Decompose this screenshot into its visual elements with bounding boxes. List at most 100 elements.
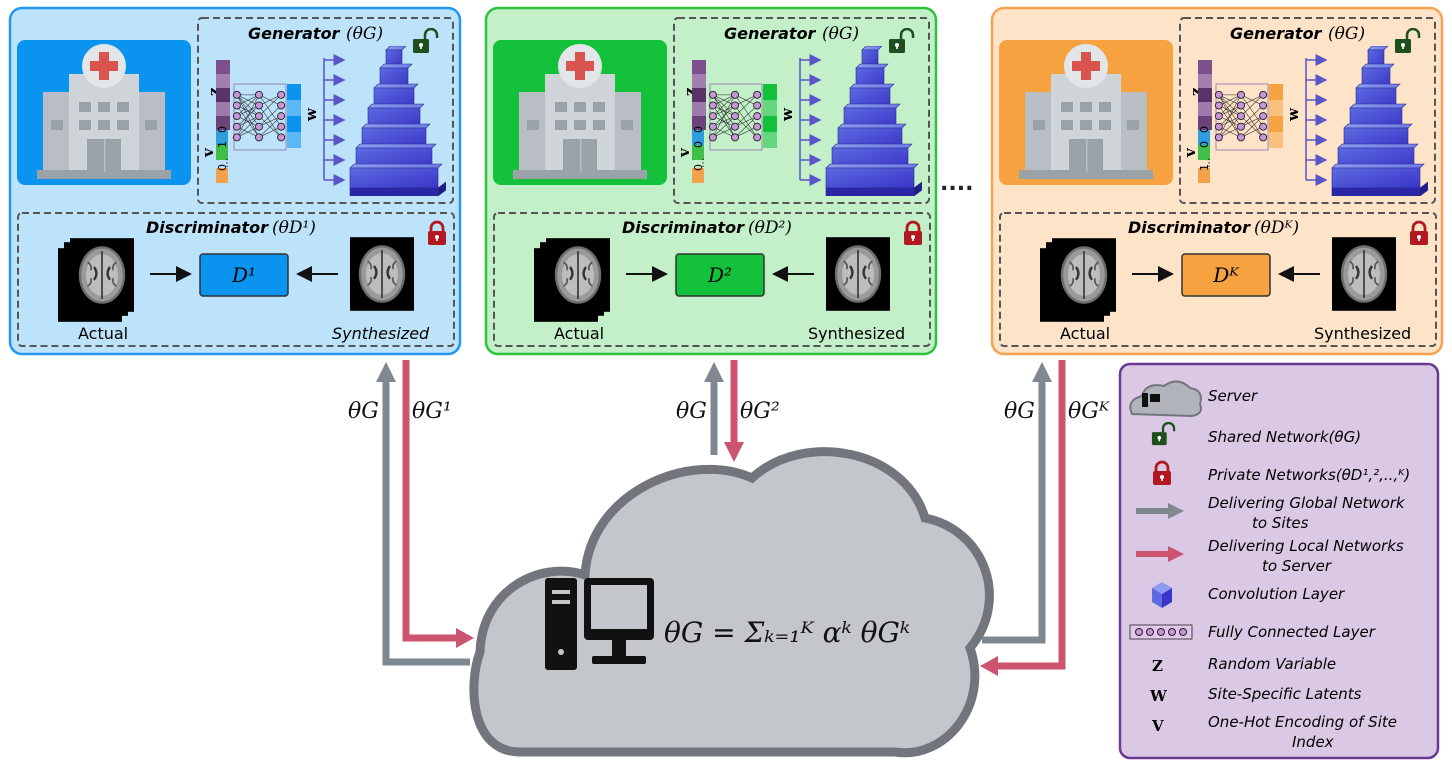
v-label: v [199, 147, 217, 158]
actual-label: Actual [78, 324, 128, 343]
discriminator-title: Discriminator [1128, 218, 1251, 237]
legend: Server Shared Network(θG) Private Networ… [1118, 362, 1440, 760]
svg-text:0: 0 [1198, 141, 1211, 148]
discriminator-title: Discriminator [622, 218, 745, 237]
discriminator-param: (θD¹) [272, 218, 316, 238]
discriminator-box [17, 212, 455, 347]
svg-text:0: 0 [216, 164, 229, 171]
z-vector [1198, 60, 1212, 130]
legend-global-line1: Delivering Global Network [1208, 494, 1406, 512]
legend-onehot-line1: One-Hot Encoding of Site [1208, 713, 1397, 731]
legend-onehot-line2: Index [1292, 733, 1334, 751]
actual-scan-front [70, 236, 134, 314]
actual-label: Actual [554, 324, 604, 343]
v-label: v [1181, 147, 1199, 158]
svg-text:0: 0 [692, 141, 705, 148]
w-label: w [778, 107, 796, 122]
site1-local-arrow [402, 360, 458, 642]
discriminator-title: Discriminator [146, 218, 269, 237]
cloud-icon [1129, 380, 1202, 418]
discriminator-box [999, 212, 1437, 347]
generator-param: (θG) [346, 24, 383, 44]
svg-text:⋮: ⋮ [222, 158, 232, 169]
siteK-global-arrow [982, 378, 1046, 644]
discriminator-block [1181, 253, 1271, 297]
legend-symbol-w: W [1149, 687, 1168, 705]
discriminator-block-label: D² [707, 263, 732, 287]
discriminator-block [675, 253, 765, 297]
legend-site-latents: Site-Specific Latents [1208, 685, 1362, 703]
site2-panel: Generator (θG) z v 0 0 ⋮ 0 [484, 6, 938, 356]
legend-shared-network: Shared Network(θG) [1208, 428, 1361, 446]
synthesized-label: Synthesized [808, 324, 905, 343]
w-vector [1269, 84, 1283, 148]
site2-up-label: θG [676, 399, 707, 424]
legend-random-variable: Random Variable [1208, 655, 1336, 673]
siteK-up-label: θG [1004, 399, 1035, 424]
legend-convolution: Convolution Layer [1208, 585, 1345, 603]
legend-global-line2: to Sites [1252, 514, 1309, 532]
computer-icon [545, 578, 654, 670]
onehot-vector: 0 1 ⋮ 0 [216, 126, 232, 183]
legend-local-line1: Delivering Local Networks [1208, 537, 1404, 555]
legend-fully-connected: Fully Connected Layer [1208, 623, 1376, 641]
onehot-vector: 0 0 ⋮ 1 [1198, 126, 1214, 183]
synthesized-scan [350, 235, 414, 313]
generator-box [673, 17, 930, 204]
site1-panel: Generator (θG) z v 0 1 ⋮ 0 [8, 6, 462, 356]
sites-ellipsis: .... [940, 171, 973, 196]
w-vector [763, 84, 777, 148]
legend-server: Server [1208, 387, 1258, 405]
z-label: z [205, 87, 223, 96]
actual-scan-front [1052, 236, 1116, 314]
w-vector [287, 84, 301, 148]
w-label: w [1284, 107, 1302, 122]
v-label: v [675, 147, 693, 158]
legend-private-networks: Private Networks(θD¹,²,..,ᴷ) [1208, 466, 1410, 484]
synthesized-scan [1332, 235, 1396, 313]
generator-title: Generator [724, 24, 817, 43]
discriminator-param: (θD²) [748, 218, 792, 238]
z-label: z [681, 87, 699, 96]
legend-symbol-z: Z [1152, 657, 1163, 675]
generator-title: Generator [248, 24, 341, 43]
fc-layer-icon [1129, 624, 1193, 640]
site1-down-label: θG¹ [412, 399, 452, 424]
svg-text:0: 0 [692, 126, 705, 133]
w-label: w [302, 107, 320, 122]
z-vector [216, 60, 230, 130]
discriminator-block [199, 253, 289, 297]
svg-text:0: 0 [692, 164, 705, 171]
generator-param: (θG) [822, 24, 859, 44]
generator-box [197, 17, 454, 204]
z-vector [692, 60, 706, 130]
actual-label: Actual [1060, 324, 1110, 343]
w-injection-arrows [1305, 54, 1328, 186]
server-aggregation-formula: θG = Σₖ₌₁ᴷ αᵏ θGᵏ [664, 616, 910, 649]
discriminator-block-label: Dᴷ [1212, 263, 1240, 287]
legend-local-line2: to Server [1262, 557, 1332, 575]
convolution-cube-icon [1152, 582, 1172, 608]
siteK-local-arrow [996, 360, 1066, 670]
site2-down-label: θG² [740, 399, 780, 424]
svg-text:1: 1 [216, 141, 229, 148]
site1-global-arrow [382, 378, 470, 666]
z-label: z [1187, 87, 1205, 96]
siteK-down-label: θGᴷ [1068, 399, 1111, 424]
discriminator-block-label: D¹ [231, 263, 256, 287]
communication-arrows [376, 360, 1066, 676]
svg-text:0: 0 [1198, 126, 1211, 133]
synthesized-scan [826, 235, 890, 313]
generator-box [1179, 17, 1436, 204]
synthesized-label: Synthesized [1314, 324, 1411, 343]
discriminator-box [493, 212, 931, 347]
actual-scan-front [546, 236, 610, 314]
w-injection-arrows [323, 54, 346, 186]
svg-text:⋮: ⋮ [698, 158, 708, 169]
legend-symbol-v: V [1151, 717, 1164, 735]
svg-text:1: 1 [1198, 164, 1211, 171]
cloud-server: θG = Σₖ₌₁ᴷ αᵏ θGᵏ [469, 447, 994, 758]
generator-title: Generator [1230, 24, 1323, 43]
svg-text:0: 0 [216, 126, 229, 133]
